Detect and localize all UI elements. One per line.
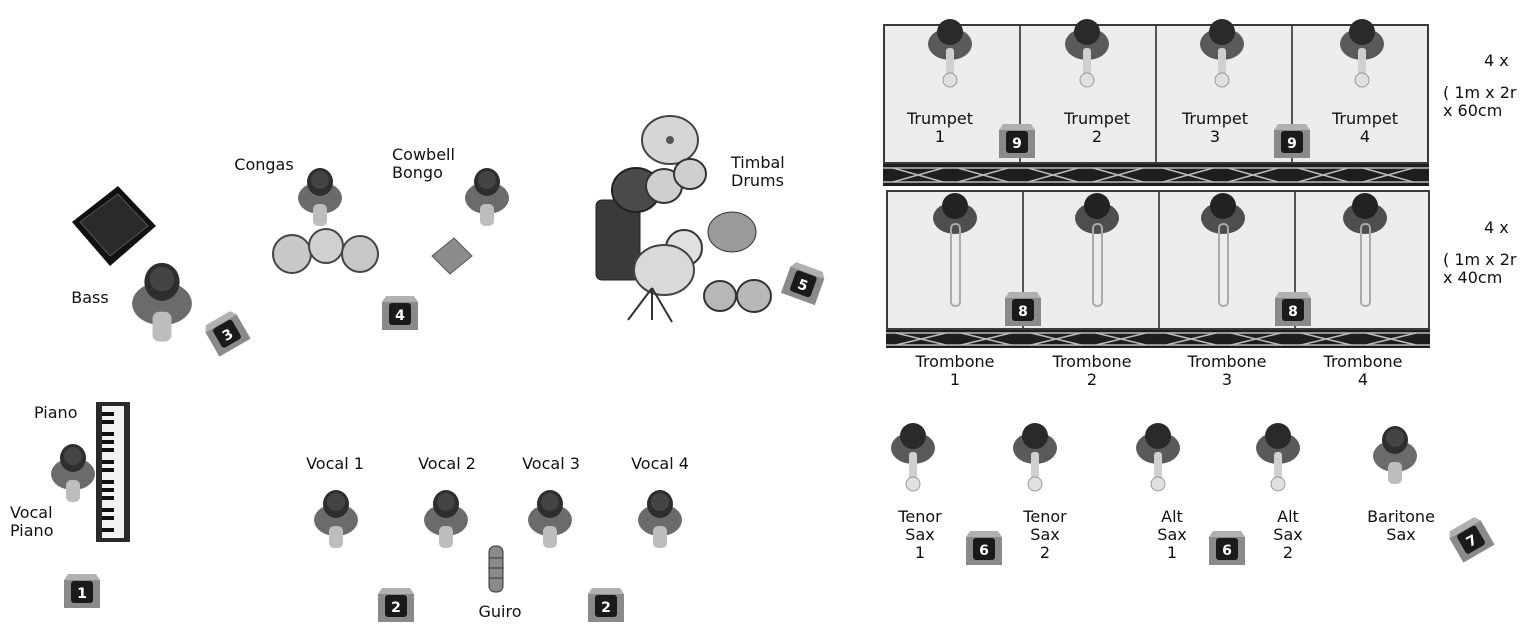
trumpet-4-figure	[1337, 14, 1387, 89]
trumpet-riser-truss	[883, 164, 1429, 186]
monitor-9a: 9	[997, 120, 1037, 160]
alt-sax-2-label: Alt Sax 2	[1273, 507, 1303, 562]
svg-text:9: 9	[1287, 136, 1297, 152]
trombone-2-label: Trombone 2	[1052, 352, 1132, 389]
monitor-9b: 9	[1272, 120, 1312, 160]
monitor-8a: 8	[1003, 288, 1043, 328]
vocal-3-label: Vocal 3	[522, 454, 580, 473]
bass-amp	[68, 182, 160, 274]
svg-text:6: 6	[1222, 543, 1232, 559]
trumpet-riser	[883, 24, 1429, 164]
tenor-sax-2-label: Tenor Sax 2	[1023, 507, 1067, 562]
baritone-sax-label: Baritone Sax	[1367, 507, 1435, 544]
trumpet-2-figure	[1062, 14, 1112, 89]
congas-player-figure	[295, 160, 345, 235]
svg-text:8: 8	[1018, 304, 1028, 320]
vocal-1-label: Vocal 1	[306, 454, 364, 473]
trumpet-1-label: Trumpet 1	[907, 109, 973, 146]
monitor-7: 7	[1443, 511, 1498, 566]
timbal-drums	[702, 276, 774, 316]
trumpet-4-label: Trumpet 4	[1332, 109, 1398, 146]
guiro	[486, 544, 506, 594]
trombone-4-label: Trombone 4	[1323, 352, 1403, 389]
tenor-sax-1-label: Tenor Sax 1	[898, 507, 942, 562]
timbal-drums-label: Timbal Drums	[731, 153, 785, 190]
piano-label: Piano	[34, 403, 78, 422]
riser-top-size: ( 1m x 2r x 60cm	[1443, 84, 1517, 120]
guiro-label: Guiro	[478, 602, 522, 621]
monitor-3: 3	[199, 305, 254, 360]
riser-top-count: 4 x	[1484, 51, 1509, 70]
bongo-player-figure	[462, 160, 512, 235]
trombone-2-figure	[1072, 190, 1122, 320]
baritone-sax-figure	[1370, 418, 1420, 496]
cowbell	[430, 236, 474, 276]
monitor-2a: 2	[376, 584, 416, 624]
piano-player-figure	[48, 436, 98, 511]
bass-label: Bass	[71, 288, 109, 307]
riser-bottom-count: 4 x	[1484, 218, 1509, 237]
trumpet-2-label: Trumpet 2	[1064, 109, 1130, 146]
monitor-5: 5	[778, 256, 829, 307]
tenor-sax-1-figure	[888, 418, 938, 496]
vocal-2-label: Vocal 2	[418, 454, 476, 473]
bass-player-figure	[128, 252, 196, 347]
trombone-1-figure	[930, 190, 980, 320]
piano-keyboard	[96, 402, 130, 542]
trombone-3-label: Trombone 3	[1187, 352, 1267, 389]
svg-text:1: 1	[77, 586, 87, 602]
trombone-riser-truss	[886, 330, 1430, 348]
trumpet-3-figure	[1197, 14, 1247, 89]
trombone-3-figure	[1198, 190, 1248, 320]
svg-text:9: 9	[1012, 136, 1022, 152]
vocal-2-figure	[418, 482, 474, 552]
vocal-piano-label: Vocal Piano	[10, 503, 54, 540]
riser-bottom-size: ( 1m x 2r x 40cm	[1443, 251, 1517, 287]
monitor-8b: 8	[1273, 288, 1313, 328]
congas-label: Congas	[234, 155, 294, 174]
vocal-3-figure	[522, 482, 578, 552]
svg-text:4: 4	[395, 308, 405, 324]
svg-text:2: 2	[391, 600, 401, 616]
svg-text:2: 2	[601, 600, 611, 616]
tenor-sax-2-figure	[1010, 418, 1060, 496]
vocal-4-figure	[632, 482, 688, 552]
alt-sax-2-figure	[1253, 418, 1303, 496]
conga-drums	[272, 228, 380, 280]
trombone-1-label: Trombone 1	[915, 352, 995, 389]
cowbell-bongo-label: Cowbell Bongo	[392, 145, 455, 182]
alt-sax-1-figure	[1133, 418, 1183, 496]
svg-text:8: 8	[1288, 304, 1298, 320]
monitor-6a: 6	[964, 527, 1004, 567]
trumpet-1-figure	[925, 14, 975, 89]
monitor-1: 1	[62, 570, 102, 610]
vocal-1-figure	[308, 482, 364, 552]
monitor-4: 4	[380, 292, 420, 332]
drum-kit	[592, 108, 772, 330]
monitor-6b: 6	[1207, 527, 1247, 567]
alt-sax-1-label: Alt Sax 1	[1157, 507, 1187, 562]
trumpet-3-label: Trumpet 3	[1182, 109, 1248, 146]
trombone-riser	[886, 190, 1430, 330]
svg-text:6: 6	[979, 543, 989, 559]
vocal-4-label: Vocal 4	[631, 454, 689, 473]
trombone-4-figure	[1340, 190, 1390, 320]
monitor-2b: 2	[586, 584, 626, 624]
